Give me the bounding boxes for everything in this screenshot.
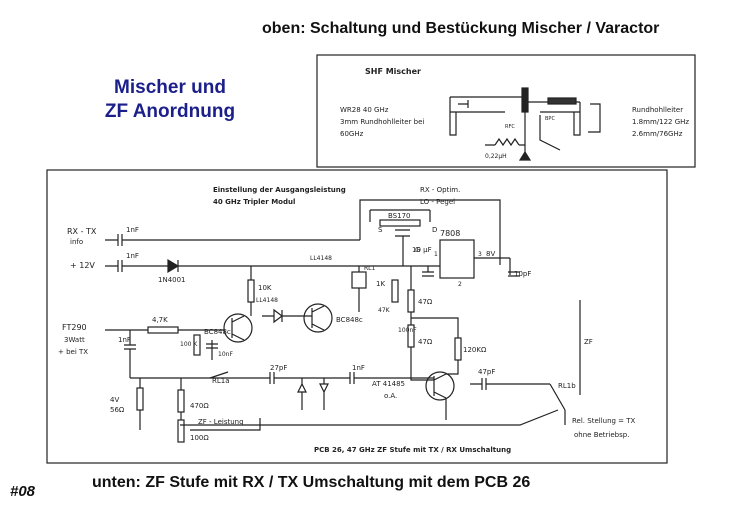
if-transistor-stage	[105, 266, 581, 443]
v4-label: 4V	[110, 396, 119, 404]
zf-label: ZF	[584, 338, 593, 346]
ft290-label: FT290	[62, 323, 87, 332]
mixer-left-line-3: 60GHz	[340, 130, 364, 138]
cap-1nf-b: 1nF	[126, 252, 139, 260]
oa-label: o.A.	[384, 392, 397, 400]
relay-state-1: Rel. Stellung = TX	[572, 417, 636, 425]
r120k-label: 120KΩ	[463, 346, 487, 354]
cap-10nf-label: 10nF	[218, 351, 233, 358]
cap-100nf-label: 100nF	[398, 327, 417, 334]
adjust-title-2: 40 GHz Tripler Modul	[213, 198, 295, 206]
bc848-a: BC848c	[204, 328, 231, 336]
info-label: info	[70, 238, 83, 246]
mixer-waveguide	[449, 87, 601, 161]
mixer-title: SHF Mischer	[365, 67, 421, 76]
relay-rl1b: RL1b	[558, 382, 576, 390]
figure-number: #08	[10, 483, 36, 500]
r56-label: 56Ω	[110, 406, 125, 414]
regulator-pin-1: 1	[434, 251, 438, 258]
regulator-label: 7808	[440, 229, 460, 238]
cap-10uf-label: 10 μF	[412, 246, 432, 254]
adjust-title-1: Einstellung der Ausgangsleistung	[213, 186, 346, 194]
r1k-label: 1K	[376, 280, 385, 288]
relay-rl1: RL1	[364, 265, 376, 272]
lo-pegel-label: LO - Pegel	[420, 198, 455, 206]
cap-1nf-a: 1nF	[126, 226, 139, 234]
r47k-label: 47K	[378, 307, 391, 314]
mixer-left-line-2: 3mm Rundhohlleiter bei	[340, 118, 424, 126]
mixer-panel-frame	[316, 54, 696, 168]
mixer-right-line-3: 2.6mm/76GHz	[632, 130, 683, 138]
relay-state-2: ohne Betriebsp.	[574, 431, 629, 439]
r10k-label: 10K	[258, 284, 272, 292]
bottom-caption: unten: ZF Stufe mit RX / TX Umschaltung …	[92, 474, 531, 491]
top-caption: oben: Schaltung und Bestückung Mischer /…	[262, 20, 660, 37]
fet-pin-s: S	[378, 226, 383, 234]
title-line-1: Mischer und	[114, 77, 226, 98]
r47-b-label: 47Ω	[418, 338, 433, 346]
r47-a-label: 47Ω	[418, 298, 433, 306]
diode-label: 1N4001	[158, 276, 186, 284]
rx-tx-label: RX - TX	[67, 227, 97, 236]
r47k-b-label: 4,7K	[152, 316, 168, 324]
mixer-left-line-1: WR28 40 GHz	[340, 106, 389, 114]
ll4148-b: LL4148	[256, 297, 278, 304]
mixer-bpc-label: BPC	[545, 116, 555, 122]
mixer-right-line-2: 1.8mm/122 GHz	[632, 118, 689, 126]
regulator-pin-2: 2	[458, 281, 462, 288]
mixer-right-line-1: Rundhohlleiter	[632, 106, 683, 114]
title-line-2: ZF Anordnung	[104, 101, 236, 122]
v12-label: + 12V	[70, 261, 95, 270]
rx-optim-label: RX - Optim.	[420, 186, 460, 194]
relay-rl1a: RL1a	[212, 377, 230, 385]
v8-label: 8V	[486, 250, 495, 258]
mixer-rfc-label: RFC	[505, 124, 515, 130]
fet-pin-g: G	[415, 246, 420, 254]
cap-1nf-d: 1nF	[352, 364, 365, 372]
fet-label: BS170	[388, 212, 410, 220]
ft290-tx: + bei TX	[58, 348, 88, 356]
pcb-caption: PCB 26, 47 GHz ZF Stufe mit TX / RX Umsc…	[314, 446, 511, 454]
cap-10pf-label: 10pF	[514, 270, 531, 278]
bc848-b: BC848c	[336, 316, 363, 324]
cap-1nf-c: 1nF	[118, 336, 131, 344]
zf-leistung-label: ZF - Leistung	[198, 418, 244, 426]
if-panel-frame	[46, 169, 668, 464]
ll4148-a: LL4148	[310, 255, 332, 262]
at41485-label: AT 41485	[372, 380, 405, 388]
cap-47pf-label: 47pF	[478, 368, 495, 376]
r100-label: 100Ω	[190, 434, 209, 442]
r100k-label: 100 K	[180, 341, 198, 348]
r470-label: 470Ω	[190, 402, 209, 410]
regulator-pin-3: 3	[478, 251, 482, 258]
cap-27pf-label: 27pF	[270, 364, 287, 372]
mixer-inductor-label: 0,22μH	[485, 153, 507, 160]
if-supply-rails	[105, 199, 520, 279]
fet-pin-d: D	[432, 226, 437, 234]
ft290-watt: 3Watt	[64, 336, 85, 344]
